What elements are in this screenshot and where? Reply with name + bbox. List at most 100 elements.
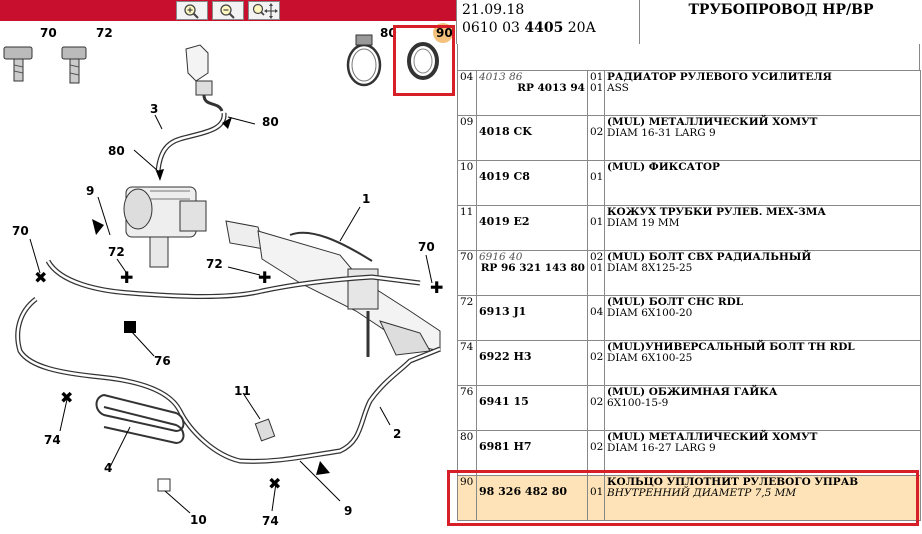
part-title: РАДИАТОР РУЛЕВОГО УСИЛИТЕЛЯ [607, 71, 832, 83]
part-title: КОЖУХ ТРУБКИ РУЛЕВ. МЕХ-ЗМА [607, 206, 826, 218]
ref-main[interactable]: 6981 H7 [479, 440, 532, 453]
part-number-cell: 74 [457, 340, 477, 386]
thumb-90[interactable]: 90 [407, 23, 453, 80]
part-number-cell: 70 [457, 250, 477, 296]
callout-1: 1 [362, 192, 370, 206]
part-number-cell: 72 [457, 295, 477, 341]
reservoir [185, 44, 224, 112]
pan-button[interactable] [248, 1, 280, 20]
ref-main[interactable]: 6922 H3 [479, 350, 532, 363]
callout-70a: 70 [12, 224, 29, 238]
callout-80a: 80 [262, 115, 279, 129]
zoom-in-icon [184, 4, 199, 19]
part-reference-cell: 6913 J1 [476, 295, 588, 341]
ref-replacement[interactable]: RP 96 321 143 80 [480, 262, 585, 274]
part-spec: DIAM 8X125-25 [607, 262, 693, 274]
thumb-label-90: 90 [436, 26, 453, 40]
quantity-cell: 02 [587, 430, 605, 476]
quantity-alt: 01 [590, 82, 604, 94]
ref-main[interactable]: 4019 C8 [479, 170, 530, 183]
quantity-cell: 01 [587, 160, 605, 206]
ref-main[interactable]: 6913 J1 [479, 305, 527, 318]
part-reference-cell: 6922 H3 [476, 340, 588, 386]
part-number-cell: 09 [457, 115, 477, 161]
part-number-cell: 04 [457, 70, 477, 116]
header-reference: 0610 03 4405 20A [462, 20, 596, 36]
part-number-cell: 80 [457, 430, 477, 476]
part-reference-cell: 98 326 482 80 [476, 475, 588, 521]
part-spec: DIAM 16-31 LARG 9 [607, 127, 716, 139]
callout-74a: 74 [44, 433, 61, 447]
svg-text:✖: ✖ [60, 388, 73, 407]
callout-4: 4 [104, 461, 112, 475]
steering-hose-diagram: 70 72 80 90 [3, 23, 453, 528]
callout-9a: 9 [86, 184, 94, 198]
part-title: (MUL) БОЛТ CHC RDL [607, 296, 744, 308]
part-number-cell: 11 [457, 205, 477, 251]
quantity: 02 [590, 396, 604, 408]
ref-main[interactable]: 4019 E2 [479, 215, 530, 228]
hose-cover-11 [254, 418, 276, 442]
zoom-out-button[interactable] [212, 1, 244, 20]
quantity: 02 [590, 441, 604, 453]
part-spec: DIAM 19 MM [607, 217, 680, 229]
quantity-alt: 01 [590, 262, 604, 274]
quantity-cell: 02 [587, 115, 605, 161]
thumb-80[interactable]: 80 [346, 26, 397, 87]
power-steering-pump [123, 186, 207, 268]
part-spec: ВНУТРЕННИЙ ДИАМЕТР 7,5 ММ [607, 487, 797, 499]
ref-main[interactable]: 6941 15 [479, 395, 529, 408]
pan-icon [252, 3, 278, 19]
quantity-cell: 04 [587, 295, 605, 341]
thumb-label-72: 72 [96, 26, 113, 40]
part-title: (MUL) БОЛТ СВХ РАДИАЛЬНЫЙ [607, 251, 812, 263]
callout-9b: 9 [344, 504, 352, 518]
zoom-in-button[interactable] [176, 1, 208, 20]
part-title: (MUL) ФИКСАТОР [607, 161, 720, 173]
quantity: 02 [590, 126, 604, 138]
zoom-out-icon [220, 4, 235, 19]
part-spec: DIAM 6X100-25 [607, 352, 693, 364]
ref-old: 6916 40 [479, 251, 523, 263]
header-info: 21.09.18 0610 03 4405 20A [456, 0, 640, 44]
svg-text:✚: ✚ [120, 268, 133, 287]
part-title: (MUL)УНИВЕРСАЛЬНЫЙ БОЛТ TH RDL [607, 341, 855, 353]
quantity-cell: 02 [587, 340, 605, 386]
nut-76 [124, 321, 136, 333]
ref-main[interactable]: 4018 CK [479, 125, 532, 138]
ref-main[interactable]: 98 326 482 80 [479, 485, 568, 498]
thumb-70[interactable]: 70 [3, 26, 57, 82]
part-title: (MUL) МЕТАЛЛИЧЕСКИЙ ХОМУТ [607, 116, 818, 128]
ref-replacement[interactable]: RP 4013 94 [517, 82, 585, 94]
power-steering-radiator [95, 393, 185, 445]
quantity: 01 [590, 71, 604, 83]
svg-text:✖: ✖ [34, 268, 47, 287]
hose-3 [155, 112, 227, 172]
quantity: 01 [590, 486, 604, 498]
thumb-label-70: 70 [40, 26, 57, 40]
part-spec: DIAM 6X100-20 [607, 307, 693, 319]
callout-2: 2 [393, 427, 401, 441]
svg-text:✚: ✚ [258, 268, 271, 287]
part-reference-cell: 4018 CK [476, 115, 588, 161]
quantity: 01 [590, 171, 604, 183]
thumb-72[interactable]: 72 [61, 26, 113, 84]
callout-10: 10 [190, 513, 207, 527]
